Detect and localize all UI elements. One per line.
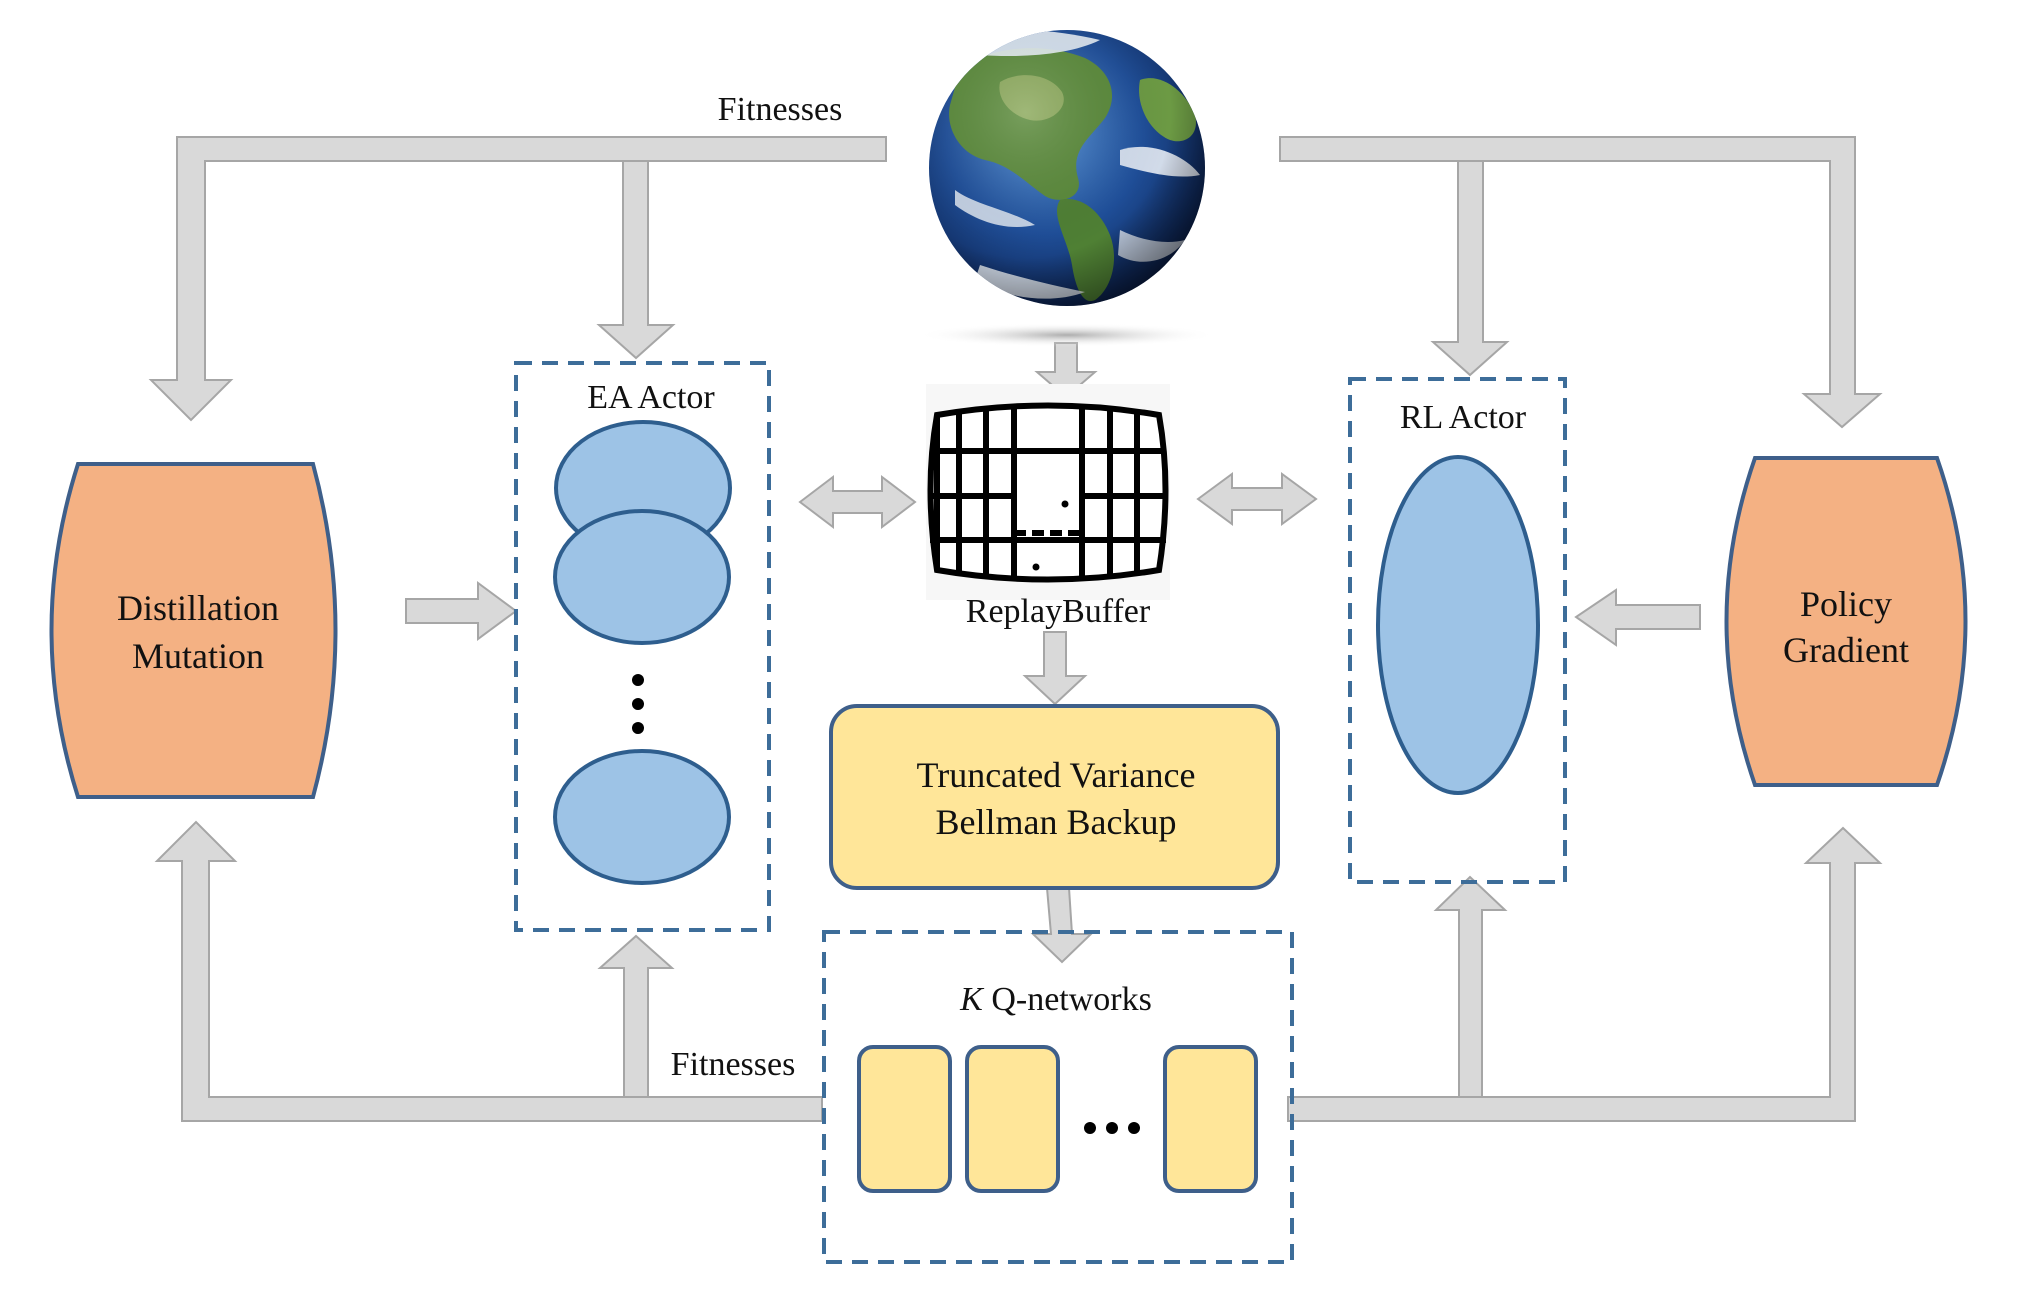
- arrow-distillation-to-ea-actor: [405, 581, 518, 641]
- ea-actor-ellipse-2: [553, 509, 731, 645]
- policy-label: Policy: [1800, 584, 1892, 624]
- arrow-qnet-to-rl-actor: [1433, 875, 1508, 1098]
- distillation-label: Distillation: [117, 588, 279, 628]
- distillation-mutation-block: [49, 462, 338, 799]
- q-horizontal-ellipsis: [1084, 1122, 1140, 1134]
- q-network-box-1: [857, 1045, 952, 1193]
- mutation-label: Mutation: [132, 636, 264, 676]
- ea-actor-container: [514, 361, 771, 932]
- ea-vertical-ellipsis: [632, 674, 644, 734]
- arrow-qnet-to-ea-actor: [597, 934, 675, 1098]
- arrow-truncated-to-qnetworks: [1030, 887, 1094, 964]
- fitnesses-bottom-label: Fitnesses: [671, 1046, 796, 1083]
- arrow-qnet-to-distillation: [154, 820, 823, 1122]
- bellman-backup-label: Bellman Backup: [936, 802, 1177, 842]
- arrow-ea-buffer-double: [798, 474, 917, 530]
- arrow-buffer-to-truncated: [1022, 631, 1088, 706]
- policy-gradient-block: [1724, 456, 1968, 787]
- arrow-env-to-policy-gradient: [1279, 136, 1883, 429]
- q-networks-label: K Q-networks: [959, 981, 1152, 1018]
- earth-globe-icon: [917, 30, 1217, 347]
- arrow-buffer-rl-double: [1196, 472, 1318, 526]
- fitnesses-top-label: Fitnesses: [718, 91, 843, 128]
- gradient-label: Gradient: [1783, 630, 1909, 670]
- arrow-env-to-rl-actor: [1430, 160, 1510, 377]
- truncated-variance-label: Truncated Variance: [917, 755, 1196, 795]
- ea-actor-ellipse-n: [553, 749, 731, 885]
- barrel-icon: [926, 384, 1170, 600]
- rl-actor-container: [1348, 377, 1567, 884]
- q-networks-text: Q-networks: [983, 981, 1152, 1018]
- rl-actor-ellipse: [1376, 455, 1540, 795]
- q-network-box-2: [965, 1045, 1060, 1193]
- replay-buffer-label: ReplayBuffer: [966, 593, 1151, 630]
- arrow-fitness-to-distillation: [148, 136, 887, 422]
- arrow-qnet-to-policy-gradient: [1287, 826, 1883, 1122]
- arrow-policy-to-rl-actor: [1574, 588, 1701, 647]
- q-network-box-k: [1163, 1045, 1258, 1193]
- connector-arrows: [148, 136, 1883, 1122]
- rl-actor-label: RL Actor: [1400, 399, 1527, 436]
- k-italic: K: [959, 981, 985, 1018]
- q-networks-container: [822, 930, 1294, 1264]
- arrow-fitness-to-ea-actor: [596, 160, 676, 360]
- truncated-variance-box: [829, 704, 1280, 890]
- ea-actor-label: EA Actor: [587, 379, 715, 416]
